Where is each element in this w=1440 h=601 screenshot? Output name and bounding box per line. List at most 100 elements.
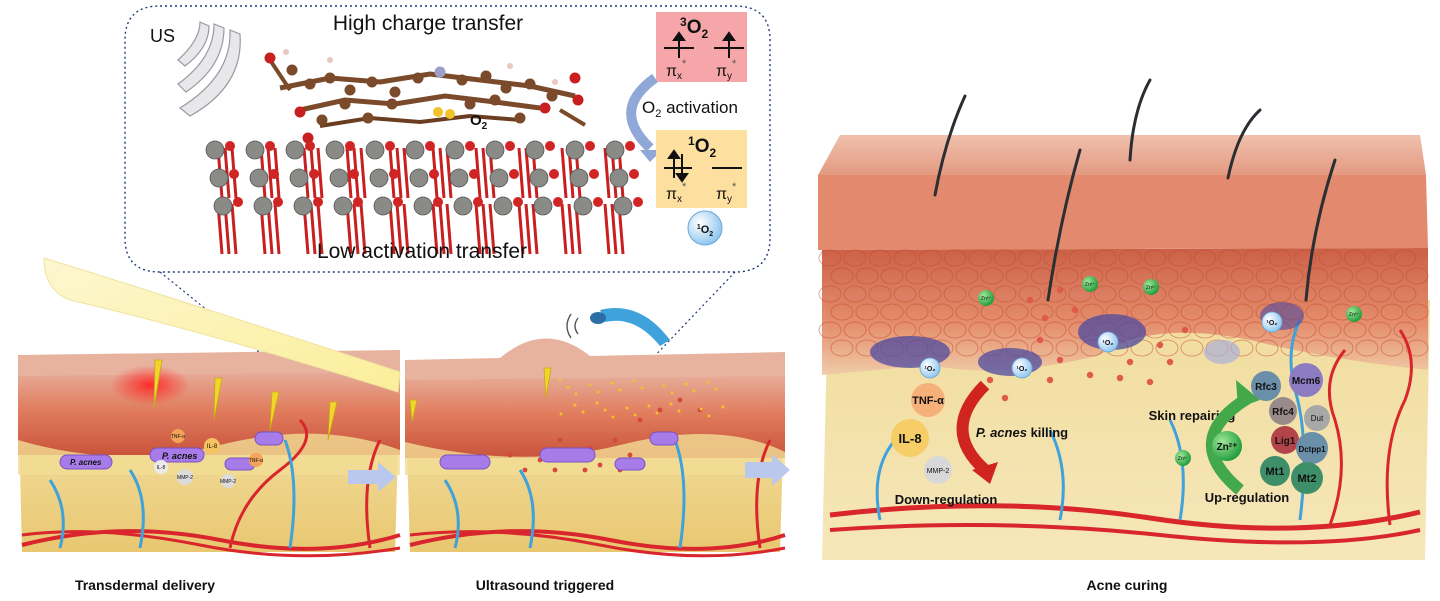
cytokine-label: IL-8 [157, 465, 166, 471]
particle [552, 467, 558, 473]
molecule-atom [539, 102, 551, 114]
molecule-atoms [264, 49, 584, 144]
particle [677, 409, 681, 413]
zinc-atom [533, 196, 553, 216]
zinc-ion-label: Zn²⁺ [1349, 312, 1360, 318]
particle [647, 404, 651, 408]
oxygen-atom [313, 197, 323, 207]
inset-bottom-title: Low activation transfer [317, 240, 527, 263]
zinc-atom [569, 168, 589, 188]
zinc-atom [213, 196, 233, 216]
pi-x-label: πx* [666, 58, 687, 82]
cell [1118, 249, 1142, 267]
oxygen-atom [265, 141, 275, 151]
gene-circle [1296, 432, 1328, 464]
molecule-atom [500, 82, 512, 94]
cell [1305, 267, 1329, 285]
molecule-atom [339, 98, 351, 110]
bacterium [1204, 340, 1240, 364]
cell [1105, 267, 1129, 285]
molecule-atom [524, 78, 536, 90]
oxygen-atom [389, 169, 399, 179]
up-regulation-label: Up-regulation [1205, 490, 1290, 505]
particle [582, 467, 588, 473]
particle [1181, 326, 1189, 334]
lattice-bond [402, 147, 410, 199]
lattice-bond [431, 203, 439, 255]
cell [1130, 303, 1154, 321]
zinc-ion-label: Zn²⁺ [1178, 456, 1189, 462]
zinc-atom [525, 140, 545, 160]
blood-vessels [21, 418, 401, 558]
particle [558, 378, 562, 382]
oxygen-atom [625, 141, 635, 151]
lattice-bond [488, 203, 496, 255]
zinc-ion-label: Zn²⁺ [1085, 282, 1096, 288]
zinc-ion-label: Zn²⁺ [1217, 442, 1238, 453]
particle [595, 401, 599, 405]
ultrasound-probe-icon [566, 308, 670, 346]
zinc-atom [453, 196, 473, 216]
lattice-bond [395, 203, 403, 255]
cell [1243, 285, 1267, 303]
cell [1018, 249, 1042, 267]
cell [830, 339, 854, 357]
oxygen-atom [629, 169, 639, 179]
lattice-bond [223, 147, 231, 199]
singlet-oxygen-bubble [1011, 357, 1033, 379]
molecule-atom [456, 74, 468, 86]
oxygen-atom [273, 197, 283, 207]
oxygen-atom [225, 141, 235, 151]
microneedles [153, 359, 338, 441]
cell [1193, 249, 1217, 267]
flow-arrow-2 [745, 454, 790, 486]
lattice-bond [438, 147, 446, 199]
gene-circle [1260, 456, 1290, 486]
cell [968, 321, 992, 339]
molecule-atom [480, 70, 492, 82]
particle [610, 381, 614, 385]
lattice-bond [560, 147, 568, 199]
triplet-orbitals [664, 31, 744, 58]
cytokine-label: MMP-2 [177, 475, 193, 481]
cell [1280, 267, 1304, 285]
zinc-atom [445, 140, 465, 160]
molecule-atom [389, 86, 401, 98]
bubble-label: ¹O₂ [1103, 340, 1114, 347]
zinc-atom [249, 168, 269, 188]
zinc-ion-bubble [1143, 279, 1159, 295]
zinc-atom [529, 168, 549, 188]
oxygen-atom [509, 169, 519, 179]
gene-circle [1251, 371, 1281, 401]
cell [1205, 303, 1229, 321]
singlet-oxygen-bubble [1261, 311, 1283, 333]
us-label: US [150, 26, 175, 46]
particle [1156, 341, 1164, 349]
zinc-atom [205, 140, 225, 160]
molecule-atom [316, 114, 328, 126]
lattice-bond [603, 147, 611, 199]
cell [1155, 267, 1179, 285]
zinc-atom [245, 140, 265, 160]
cell [1305, 303, 1329, 321]
oxygen-atom [473, 197, 483, 207]
cell [1030, 303, 1054, 321]
microneedles [409, 367, 552, 423]
cell [955, 267, 979, 285]
oxygen-atom [345, 141, 355, 151]
zinc-atom [565, 140, 585, 160]
particle [1146, 378, 1154, 386]
o2-label: O2 [470, 112, 488, 132]
gene-label: TNF-α [912, 395, 944, 407]
particle [1001, 394, 1009, 402]
zinc-atom [573, 196, 593, 216]
cell [1055, 339, 1079, 357]
gene-circle [1289, 363, 1323, 397]
lattice-bond [481, 147, 489, 199]
cell [993, 321, 1017, 339]
cytokine-label: TNF-α [249, 458, 263, 464]
lattice-bond [524, 203, 532, 255]
cell [1055, 303, 1079, 321]
particle [1046, 376, 1054, 384]
